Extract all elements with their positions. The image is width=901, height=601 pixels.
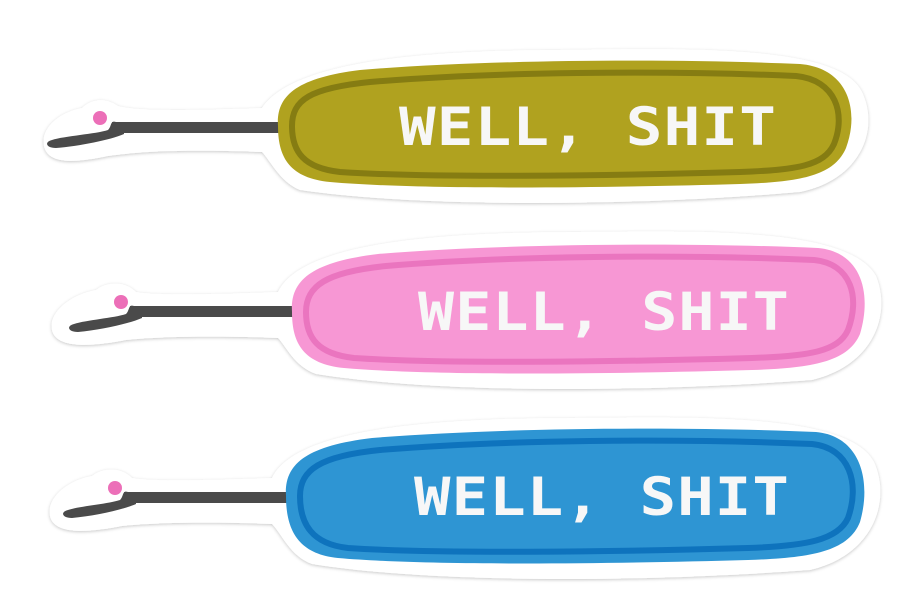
handle-outline: [302, 253, 857, 365]
pink-ball-icon: [93, 111, 107, 125]
shaft: [130, 306, 296, 317]
seam-ripper-sticker-pink: WELL, SHIT: [51, 231, 882, 390]
hook-icon: [69, 305, 142, 332]
sticker-label: WELL, SHIT: [418, 282, 790, 343]
hook-icon: [47, 121, 124, 148]
hook-icon: [63, 491, 136, 518]
handle: [277, 60, 852, 188]
pink-ball-icon: [108, 481, 122, 495]
seam-ripper-sticker-blue: WELL, SHIT: [49, 417, 881, 580]
handle: [285, 428, 865, 564]
shaft: [112, 122, 280, 133]
sticker-label: WELL, SHIT: [414, 467, 790, 528]
seam-ripper-sticker-olive: WELL, SHIT: [43, 49, 869, 203]
pink-ball-icon: [114, 295, 128, 309]
shaft: [124, 492, 290, 503]
handle-outline: [288, 69, 842, 179]
sticker-label: WELL, SHIT: [399, 97, 777, 158]
handle-outline: [296, 437, 856, 555]
handle: [291, 244, 865, 374]
